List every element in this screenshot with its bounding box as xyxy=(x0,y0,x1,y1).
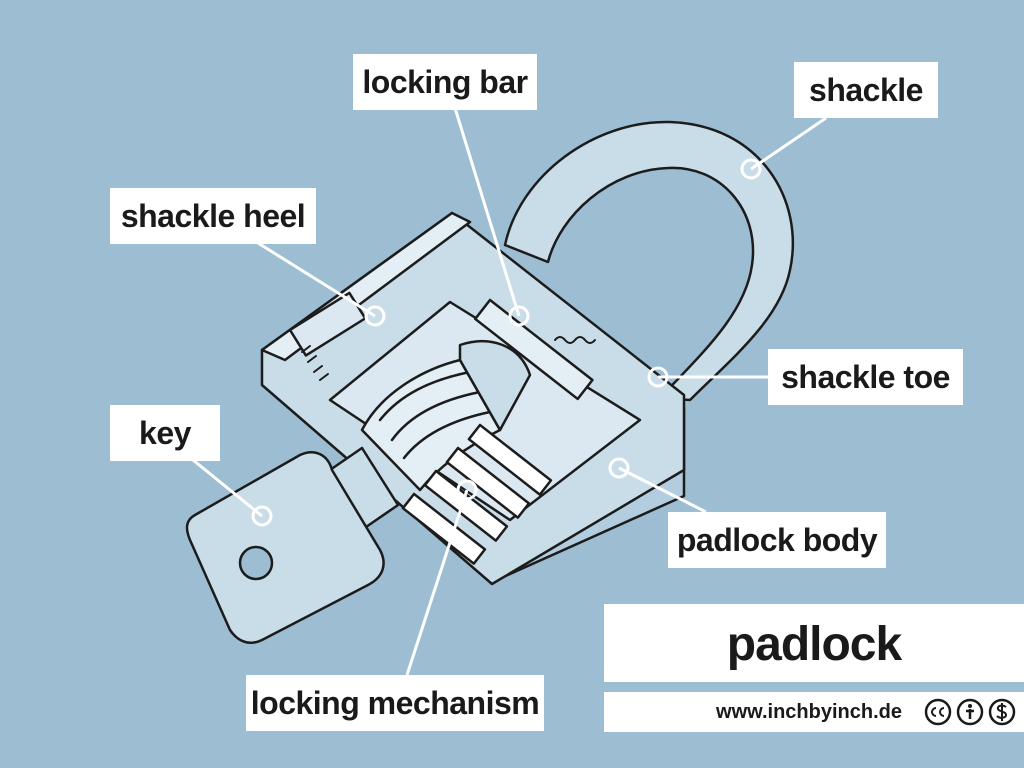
label-locking-bar: locking bar xyxy=(353,54,537,110)
locking-mechanism-drawing xyxy=(360,340,532,492)
diagram-title: padlock xyxy=(726,618,902,671)
license-icons xyxy=(924,698,1016,726)
cc-icon xyxy=(924,698,952,726)
locking-bar-marker xyxy=(508,305,530,327)
key-marker xyxy=(251,505,273,527)
label-padlock-body: padlock body xyxy=(668,512,886,568)
label-locking-mechanism: locking mechanism xyxy=(246,675,544,731)
site-url[interactable]: www.inchbyinch.de xyxy=(716,701,902,723)
shackle-drawing xyxy=(503,120,795,402)
noncommercial-icon xyxy=(988,698,1016,726)
title-panel: padlock xyxy=(604,604,1024,682)
footer-panel: www.inchbyinch.de xyxy=(604,692,1024,732)
locking-bar-drawing xyxy=(473,298,596,401)
label-shackle-heel: shackle heel xyxy=(110,188,316,244)
padlock-body-marker xyxy=(608,457,630,479)
label-shackle: shackle xyxy=(794,62,938,118)
key-drawing xyxy=(185,446,400,644)
locking-mechanism-marker xyxy=(456,479,478,501)
label-key: key xyxy=(110,405,220,461)
label-shackle-toe: shackle toe xyxy=(768,349,963,405)
shackle-marker xyxy=(740,158,762,180)
attribution-icon xyxy=(956,698,984,726)
shackle-toe-marker xyxy=(647,366,669,388)
shackle-heel-marker xyxy=(364,305,386,327)
